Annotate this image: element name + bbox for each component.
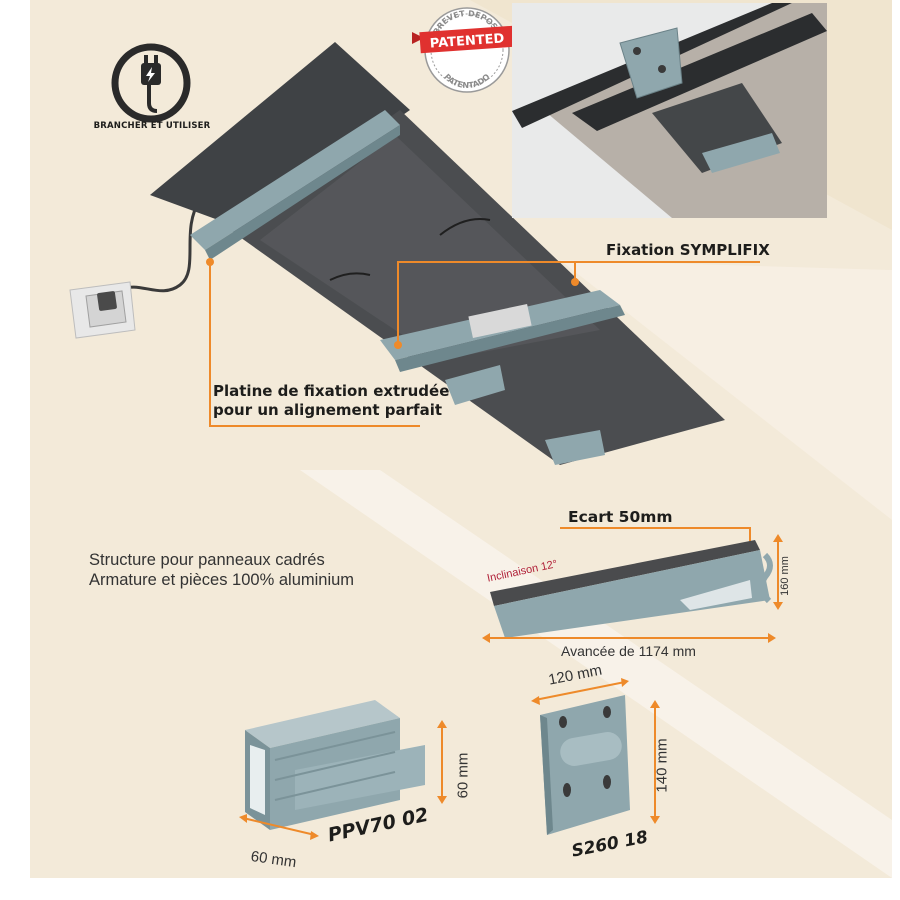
wall-socket bbox=[69, 281, 136, 339]
s260-width-dimension bbox=[534, 681, 626, 701]
panel-top-frame bbox=[150, 42, 410, 228]
gap-leader bbox=[560, 527, 751, 544]
side-rail bbox=[494, 550, 770, 638]
profile-ppv-render bbox=[239, 700, 447, 840]
detail-bracket bbox=[619, 27, 683, 99]
ppv-height-label: 60 mm bbox=[454, 752, 472, 799]
plug-icon bbox=[111, 43, 191, 123]
platine-callout-line1: Platine de fixation extrudée bbox=[213, 382, 450, 400]
junction-box bbox=[468, 304, 532, 338]
symplifix-leader bbox=[397, 261, 760, 345]
diagonal-stripe-white bbox=[300, 470, 892, 878]
description-line2: Armature et pièces 100% aluminium bbox=[89, 571, 355, 589]
plug-caption: BRANCHER ET UTILISER bbox=[93, 121, 211, 131]
s260-height-label: 140 mm bbox=[653, 738, 671, 793]
projection-label: Avancée de 1174 mm bbox=[561, 643, 696, 659]
bracket-2 bbox=[545, 430, 605, 465]
rail-upper-shadow bbox=[205, 125, 400, 260]
detail-inset bbox=[512, 3, 827, 218]
diagonal-stripe-soft bbox=[560, 260, 892, 520]
panel-wiring bbox=[329, 218, 491, 281]
solar-panel-main-render bbox=[69, 42, 760, 465]
gap-label: Ecart 50mm bbox=[568, 508, 673, 526]
platine-callout-line2: pour un alignement parfait bbox=[213, 401, 443, 419]
height-label: 160 mm bbox=[778, 556, 791, 596]
bracket-1 bbox=[445, 365, 505, 405]
panel-underside-highlight bbox=[260, 135, 600, 360]
bracket-s260-render bbox=[531, 678, 660, 835]
rail-lower-shadow bbox=[395, 305, 625, 372]
side-view-diagram bbox=[482, 527, 783, 643]
power-cable bbox=[119, 199, 202, 293]
symplifix-callout: Fixation SYMPLIFIX bbox=[606, 241, 770, 259]
platine-leader bbox=[209, 262, 420, 427]
seal-banner: PATENTED bbox=[429, 31, 505, 51]
rail-upper bbox=[190, 110, 400, 250]
side-panel bbox=[490, 540, 760, 606]
description-line1: Structure pour panneaux cadrés bbox=[89, 551, 325, 569]
ppv-width-dimension bbox=[242, 817, 316, 836]
